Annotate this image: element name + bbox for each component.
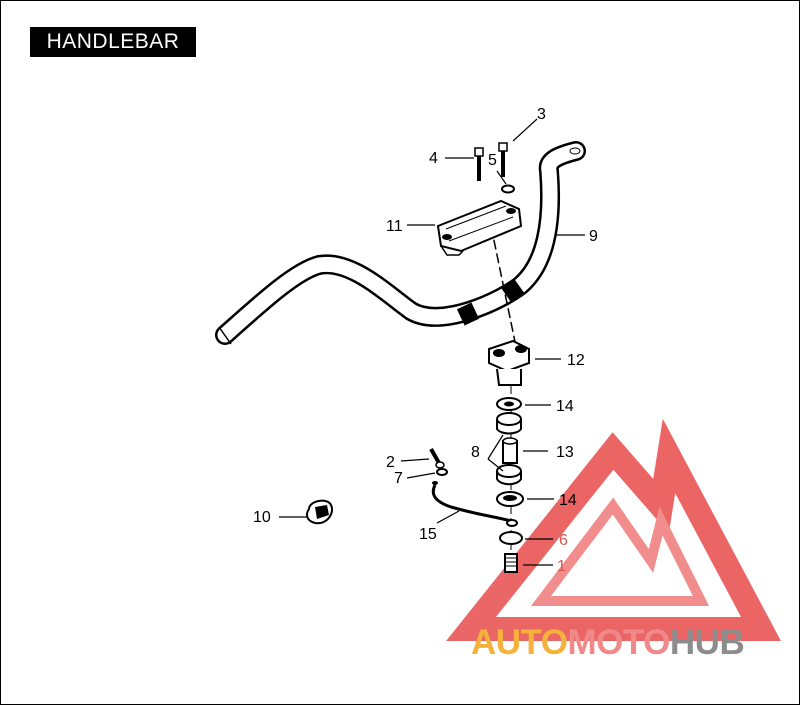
callout-2: 2 [386, 454, 395, 471]
watermark-logo [446, 418, 781, 641]
clamp-bolt-right [498, 142, 508, 177]
callout-13: 13 [556, 444, 574, 461]
callout-labels: 1 2 3 4 5 6 7 8 9 10 11 12 13 14 14 15 [253, 106, 598, 575]
bushing-lower [496, 491, 524, 507]
washer-5 [501, 184, 515, 194]
callout-12: 12 [567, 352, 585, 369]
riser-bolt [504, 553, 518, 573]
brand-auto: AUTO [471, 623, 568, 662]
washer-7 [436, 468, 448, 476]
clamp-bolt-left [474, 147, 484, 181]
callout-11: 11 [386, 218, 403, 235]
leader-lines [279, 118, 585, 566]
assembly-centerline [490, 225, 520, 362]
callout-3: 3 [537, 106, 546, 123]
handlebar-tube [215, 141, 586, 345]
brand-moto: MOTO [567, 623, 671, 662]
callout-6: 6 [559, 532, 568, 549]
bushing-cup-upper [496, 412, 522, 435]
wire-hole [569, 147, 581, 155]
washer-6 [499, 531, 523, 545]
callout-15: 15 [419, 526, 437, 543]
logo-inner-triangle [530, 497, 710, 606]
logo-outer-triangle [446, 418, 781, 641]
callout-7: 7 [394, 470, 403, 487]
brand-hub: HUB [669, 623, 745, 662]
spacer-13 [502, 437, 518, 464]
knurl-right [501, 279, 525, 303]
bushing-upper [496, 397, 522, 411]
callout-10: 10 [253, 509, 271, 526]
knurl-left [456, 302, 480, 326]
callout-4: 4 [429, 150, 438, 167]
callout-9: 9 [589, 228, 598, 245]
top-clamp [436, 199, 523, 256]
ground-strap [431, 481, 518, 527]
riser [488, 339, 530, 386]
watermark-brand: AUTOMOTOHUB [471, 623, 745, 662]
callout-1: 1 [557, 558, 566, 575]
ground-screw [429, 448, 445, 469]
callout-14-upper: 14 [556, 398, 574, 415]
bushing-cup-lower [496, 464, 522, 486]
callout-14-lower: 14 [559, 492, 577, 509]
diagram-title: HANDLEBAR [30, 27, 196, 57]
cable-clip [306, 499, 333, 525]
callout-8: 8 [471, 444, 480, 461]
callout-5: 5 [488, 152, 497, 169]
